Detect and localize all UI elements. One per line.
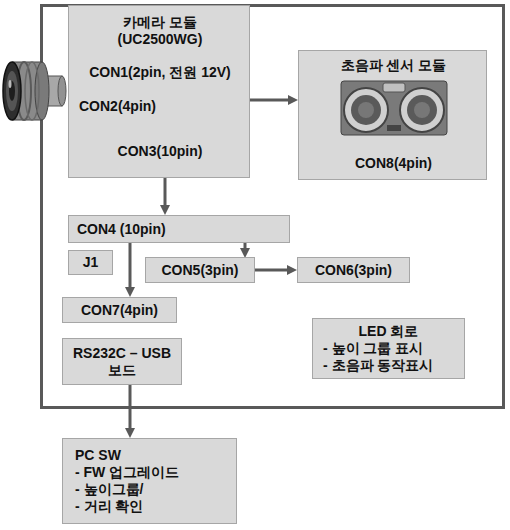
arrow-connector — [164, 178, 167, 207]
node-text: 초음파 센서 모듈 — [303, 57, 484, 74]
lens-edge — [12, 62, 42, 63]
arrow-connector — [129, 243, 132, 289]
node-text: CON3(10pin) — [73, 143, 247, 160]
node-text: CON1(2pin, 전원 12V) — [73, 64, 247, 81]
lens-highlight — [9, 80, 12, 88]
node-text: RS232C – USB 보드 — [71, 345, 173, 379]
sensor-mesh-core — [414, 102, 430, 118]
node-text: CON7(4pin) — [71, 302, 168, 319]
arrow-connector — [250, 99, 290, 102]
node-text: CON8(4pin) — [303, 155, 484, 172]
node-text: J1 — [77, 254, 104, 271]
jumper-box: J1 — [68, 250, 113, 275]
node-text: CON5(3pin) — [154, 262, 246, 279]
connector-box: CON6(3pin) — [297, 257, 410, 283]
lens-edge — [12, 120, 42, 121]
node-text: - 초음파 동작표시 — [323, 357, 454, 374]
circuit-box: LED 회로- 높이 그룹 표시- 초음파 동작표시 — [312, 318, 465, 379]
sensor-mesh — [407, 95, 437, 125]
node-text: 카메라 모듈 (UC2500WG) — [105, 14, 215, 48]
node-text: - FW 업그레이드 — [75, 464, 224, 481]
sensor-mesh-core — [358, 102, 374, 118]
sensor-transducer — [344, 88, 388, 132]
node-text: LED 회로 — [323, 323, 454, 340]
lens-front — [3, 62, 21, 120]
sensor-board — [341, 81, 447, 135]
arrow-connector — [244, 243, 247, 250]
connector-box: CON7(4pin) — [62, 297, 177, 323]
arrow-connector — [129, 385, 132, 430]
camera-lens-picture — [0, 53, 70, 129]
sensor-transducer — [400, 88, 444, 132]
node-text: CON4 (10pin) — [77, 221, 281, 238]
sensor-pins — [387, 125, 401, 131]
connector-box: CON5(3pin) — [145, 257, 255, 283]
lens-glass-core — [9, 81, 15, 101]
node-text: - 높이그룹/ — [75, 481, 224, 498]
lens-ring — [25, 62, 39, 120]
lens-glass — [6, 71, 18, 111]
lens-mount-end — [58, 76, 66, 106]
sensor-crystal — [383, 83, 405, 92]
module-box: 초음파 센서 모듈 CON8(4pin) — [298, 50, 487, 180]
node-text: - 거리 확인 — [75, 498, 224, 515]
module-box: 카메라 모듈 (UC2500WG) CON1(2pin, 전원 12V) CON2(… — [68, 5, 250, 178]
arrow-connector — [255, 269, 289, 272]
board-box: RS232C – USB 보드 — [62, 338, 182, 385]
software-box: PC SW- FW 업그레이드- 높이그룹/- 거리 확인 — [62, 438, 237, 524]
sensor-mesh — [351, 95, 381, 125]
node-text: CON6(3pin) — [306, 262, 401, 279]
node-text: PC SW — [75, 447, 224, 464]
node-text: CON2(4pin) — [79, 98, 245, 115]
node-text: - 높이 그룹 표시 — [323, 340, 454, 357]
connector-box: CON4 (10pin) — [68, 215, 290, 243]
ultrasonic-sensor-picture — [339, 79, 449, 137]
